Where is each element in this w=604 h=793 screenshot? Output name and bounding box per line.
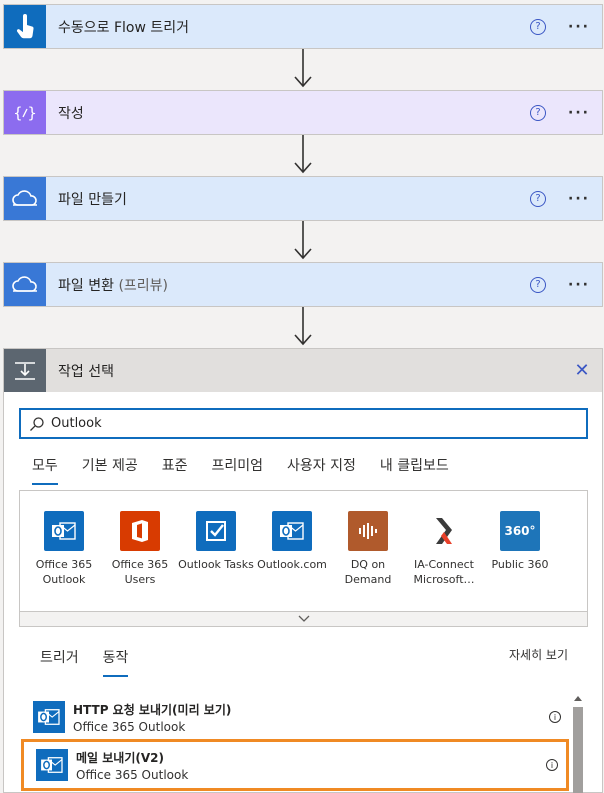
tab-triggers[interactable]: 트리거	[40, 650, 79, 666]
outlook-icon	[33, 701, 65, 733]
step-subtitle: (프리뷰)	[118, 277, 169, 294]
add-action-icon	[4, 349, 46, 392]
onedrive-cloud-icon	[4, 177, 46, 220]
connector-outlook-tasks[interactable]: Outlook Tasks	[178, 511, 254, 611]
expand-connectors-button[interactable]	[19, 611, 588, 627]
more-options-icon[interactable]: ···	[568, 104, 590, 121]
outlook-icon	[44, 511, 84, 551]
action-name: 메일 보내기(V2)	[76, 750, 164, 765]
connector-label: Office 365 Outlook	[35, 558, 93, 586]
search-icon	[30, 416, 44, 431]
see-more-link[interactable]: 자세히 보기	[508, 648, 568, 662]
compose-braces-icon: { }	[4, 91, 46, 134]
action-texts: 메일 보내기(V2) Office 365 Outlook	[76, 749, 546, 782]
help-icon[interactable]: ?	[530, 276, 546, 293]
connector-outlook-com[interactable]: Outlook.com	[254, 511, 330, 611]
checkbox-task-icon	[196, 511, 236, 551]
choose-action-panel: 작업 선택 ✕ Outlook 모두 기본 제공 표준 프리미엄 사용자 지정 …	[3, 348, 603, 793]
outlook-icon	[36, 749, 68, 781]
connector-list: Office 365 Outlook Office 365 Users Outl…	[19, 490, 588, 611]
help-icon[interactable]: ?	[530, 18, 546, 35]
search-value: Outlook	[51, 416, 102, 431]
arrow-down-icon	[294, 135, 312, 174]
scroll-up-icon[interactable]	[571, 694, 585, 704]
connector-label: IA-Connect Microsoft…	[413, 558, 475, 586]
info-icon[interactable]: i	[546, 759, 558, 771]
help-icon[interactable]: ?	[530, 190, 546, 207]
action-send-email-v2[interactable]: 메일 보내기(V2) Office 365 Outlook i	[21, 739, 569, 791]
panel-title: 작업 선택	[58, 363, 114, 380]
scrollbar[interactable]	[571, 689, 585, 793]
connector-label: Public 360	[491, 558, 549, 571]
action-http-request[interactable]: HTTP 요청 보내기(미리 보기) Office 365 Outlook i	[21, 693, 569, 741]
tab-built-in[interactable]: 기본 제공	[81, 458, 138, 474]
step-compose[interactable]: { } 작성 ? ···	[3, 90, 603, 135]
action-name: HTTP 요청 보내기(미리 보기)	[73, 702, 232, 717]
connector-label: Outlook.com	[257, 558, 327, 571]
category-tabs: 모두 기본 제공 표준 프리미엄 사용자 지정 내 클립보드	[32, 455, 473, 485]
info-icon[interactable]: i	[549, 711, 561, 723]
arrow-down-icon	[294, 307, 312, 346]
step-create-file[interactable]: 파일 만들기 ? ···	[3, 176, 603, 221]
tab-standard[interactable]: 표준	[161, 458, 188, 474]
more-options-icon[interactable]: ···	[568, 190, 590, 207]
hand-touch-icon	[4, 5, 46, 48]
tab-custom[interactable]: 사용자 지정	[287, 458, 356, 474]
chevron-down-icon	[298, 615, 309, 622]
connector-public-360[interactable]: 360° Public 360	[482, 511, 558, 611]
office-icon	[120, 511, 160, 551]
connector-ia-connect[interactable]: IA-Connect Microsoft…	[406, 511, 482, 611]
tab-all[interactable]: 모두	[32, 455, 58, 485]
action-texts: HTTP 요청 보내기(미리 보기) Office 365 Outlook	[73, 701, 549, 734]
arrow-down-icon	[294, 49, 312, 88]
help-icon[interactable]: ?	[530, 104, 546, 121]
step-title: 수동으로 Flow 트리거	[58, 19, 190, 36]
step-title: 파일 변환 (프리뷰)	[58, 277, 169, 294]
scrollbar-thumb[interactable]	[573, 707, 583, 793]
step-title: 파일 만들기	[58, 191, 127, 208]
onedrive-cloud-icon	[4, 263, 46, 306]
step-title: 작성	[58, 105, 84, 122]
tab-premium[interactable]: 프리미엄	[211, 458, 264, 474]
tab-my-clipboard[interactable]: 내 클립보드	[379, 458, 449, 474]
step-manual-trigger[interactable]: 수동으로 Flow 트리거 ? ···	[3, 4, 603, 49]
connector-dq-on-demand[interactable]: DQ on Demand	[330, 511, 406, 611]
connector-office365-users[interactable]: Office 365 Users	[102, 511, 178, 611]
close-icon[interactable]: ✕	[574, 360, 590, 381]
outlook-icon	[272, 511, 312, 551]
tab-actions[interactable]: 동작	[102, 647, 128, 677]
public360-logo-text: 360°	[504, 524, 536, 538]
more-options-icon[interactable]: ···	[568, 18, 590, 35]
trigger-action-tabs: 트리거 동작	[40, 647, 152, 677]
connector-label: DQ on Demand	[344, 558, 392, 586]
action-connector: Office 365 Outlook	[76, 767, 189, 782]
connector-label: Office 365 Users	[111, 558, 169, 586]
panel-header: 작업 선택 ✕	[4, 349, 602, 392]
search-input[interactable]: Outlook	[19, 408, 588, 439]
connector-office365-outlook[interactable]: Office 365 Outlook	[26, 511, 102, 611]
ia-connect-icon	[424, 511, 464, 551]
dq-waveform-icon	[348, 511, 388, 551]
public360-icon: 360°	[500, 511, 540, 551]
more-options-icon[interactable]: ···	[568, 276, 590, 293]
arrow-down-icon	[294, 221, 312, 260]
step-convert-file[interactable]: 파일 변환 (프리뷰) ? ···	[3, 262, 603, 307]
connector-label: Outlook Tasks	[178, 558, 254, 571]
action-connector: Office 365 Outlook	[73, 719, 186, 734]
